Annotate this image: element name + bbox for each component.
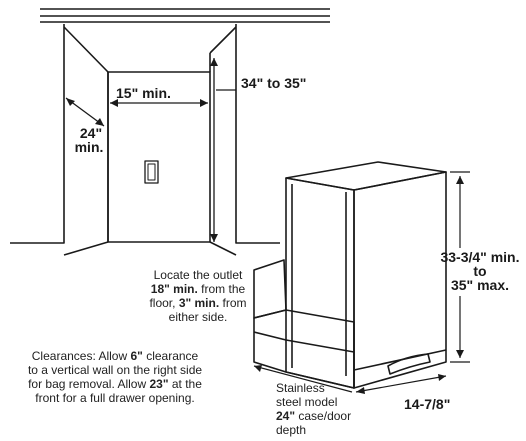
outlet-note: Locate the outlet 18" min. from the floo…	[149, 268, 247, 324]
electrical-outlet	[144, 160, 159, 184]
unit-width-label: 14-7/8"	[404, 396, 451, 412]
arrowhead	[95, 118, 104, 126]
arrowhead	[456, 350, 464, 358]
clearance-note: Clearances: Allow 6" clearance to a vert…	[27, 349, 203, 405]
arrowhead	[456, 176, 464, 184]
countertop	[40, 8, 330, 23]
compactor-unit	[253, 161, 447, 389]
unit-depth-dimension-line	[253, 365, 353, 393]
arrowhead	[200, 99, 208, 107]
width-min-label: 15" min.	[116, 85, 171, 101]
arrowhead	[66, 98, 75, 106]
model-note: Stainless steel model 24" case/door dept…	[276, 381, 352, 437]
arrowhead	[254, 365, 262, 372]
unit-width-dimension-line	[355, 375, 447, 393]
height-dimension-line	[213, 58, 236, 242]
unit-height-dimension-line	[450, 171, 470, 363]
arrowhead	[356, 387, 365, 394]
arrowhead	[210, 234, 218, 242]
unit-height-label-line3: 35" max.	[450, 277, 509, 293]
depth-label-line2: min.	[74, 139, 104, 155]
unit-height-label-line1: 33-3/4" min.	[440, 249, 520, 265]
arrowhead	[438, 374, 446, 381]
unit-height-label-line2: to	[473, 263, 487, 279]
arrowhead	[110, 99, 118, 107]
height-range-label: 34" to 35"	[241, 75, 307, 91]
arrowhead	[210, 58, 218, 66]
cabinet-opening	[10, 24, 280, 256]
depth-label-line1: 24"	[79, 125, 103, 141]
